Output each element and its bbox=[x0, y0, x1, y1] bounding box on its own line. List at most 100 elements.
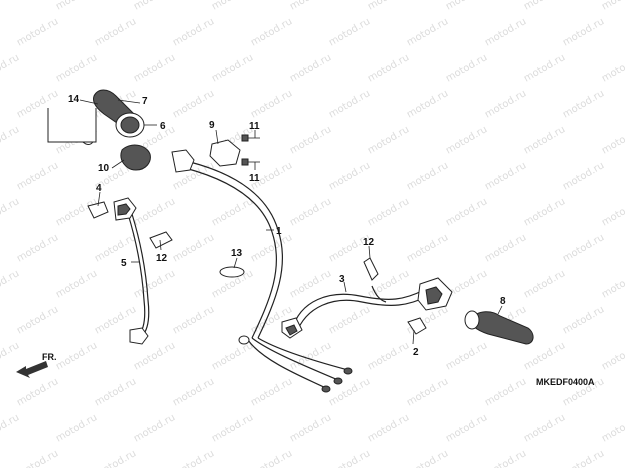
watermark-text: motod.ru bbox=[249, 376, 294, 408]
watermark-text: motod.ru bbox=[288, 268, 333, 300]
watermark-text: motod.ru bbox=[405, 88, 450, 120]
callout-11-bottom[interactable]: 11 bbox=[249, 173, 260, 184]
watermark-text: motod.ru bbox=[0, 340, 21, 372]
callout-13[interactable]: 13 bbox=[231, 248, 243, 259]
watermark-text: motod.ru bbox=[93, 376, 138, 408]
callout-6[interactable]: 6 bbox=[160, 121, 166, 132]
watermark-text: motod.ru bbox=[483, 16, 528, 48]
watermark-text: motod.ru bbox=[366, 52, 411, 84]
watermark-text: motod.ru bbox=[483, 232, 528, 264]
watermark-text: motod.ru bbox=[327, 448, 372, 468]
callout-3[interactable]: 3 bbox=[339, 274, 345, 285]
watermark-text: motod.ru bbox=[171, 16, 216, 48]
callout-2[interactable]: 2 bbox=[413, 347, 419, 358]
switch-harness[interactable] bbox=[281, 285, 429, 339]
watermark-text: motod.ru bbox=[600, 0, 625, 13]
watermark-text: motod.ru bbox=[171, 232, 216, 264]
watermark-text: motod.ru bbox=[366, 124, 411, 156]
watermark-text: motod.ru bbox=[54, 52, 99, 84]
watermark-text: motod.ru bbox=[600, 268, 625, 300]
callout-10[interactable]: 10 bbox=[98, 163, 110, 174]
figure-code: MKEDF0400A bbox=[536, 377, 595, 387]
watermark-text: motod.ru bbox=[522, 0, 567, 13]
watermark-text: motod.ru bbox=[600, 340, 625, 372]
watermark-text: motod.ru bbox=[171, 448, 216, 468]
watermark-text: motod.ru bbox=[327, 160, 372, 192]
watermark-text: motod.ru bbox=[561, 304, 606, 336]
watermark-text: motod.ru bbox=[483, 160, 528, 192]
clip-12[interactable] bbox=[149, 231, 379, 281]
band-13[interactable] bbox=[219, 266, 245, 278]
watermark-text: motod.ru bbox=[522, 196, 567, 228]
watermark-text: motod.ru bbox=[600, 196, 625, 228]
watermark-text: motod.ru bbox=[327, 88, 372, 120]
watermark-text: motod.ru bbox=[132, 268, 177, 300]
watermark-text: motod.ru bbox=[249, 16, 294, 48]
watermark-text: motod.ru bbox=[15, 304, 60, 336]
watermark-text: motod.ru bbox=[93, 448, 138, 468]
watermark-text: motod.ru bbox=[600, 124, 625, 156]
watermark-text: motod.ru bbox=[405, 232, 450, 264]
watermark-text: motod.ru bbox=[522, 52, 567, 84]
watermark-text: motod.ru bbox=[15, 376, 60, 408]
watermark-text: motod.ru bbox=[288, 0, 333, 13]
callout-8[interactable]: 8 bbox=[500, 296, 506, 307]
watermark-text: motod.ru bbox=[600, 412, 625, 444]
callout-7[interactable]: 7 bbox=[142, 96, 148, 107]
watermark-text: motod.ru bbox=[171, 376, 216, 408]
right-grip[interactable] bbox=[464, 310, 534, 345]
watermark-text: motod.ru bbox=[0, 268, 21, 300]
watermark-text: motod.ru bbox=[483, 88, 528, 120]
watermark-text: motod.ru bbox=[15, 160, 60, 192]
watermark-text: motod.ru bbox=[483, 448, 528, 468]
watermark-text: motod.ru bbox=[15, 232, 60, 264]
watermark-text: motod.ru bbox=[288, 52, 333, 84]
watermark-text: motod.ru bbox=[444, 124, 489, 156]
watermark-text: motod.ru bbox=[444, 0, 489, 13]
callout-9[interactable]: 9 bbox=[209, 120, 215, 131]
watermark-text: motod.ru bbox=[600, 52, 625, 84]
watermark-text: motod.ru bbox=[522, 124, 567, 156]
callout-5[interactable]: 5 bbox=[121, 258, 127, 269]
watermark-text: motod.ru bbox=[132, 0, 177, 13]
watermark-text: motod.ru bbox=[132, 196, 177, 228]
watermark-text: motod.ru bbox=[288, 124, 333, 156]
watermark-text: motod.ru bbox=[210, 340, 255, 372]
watermark-text: motod.ru bbox=[0, 52, 21, 84]
watermark-text: motod.ru bbox=[405, 160, 450, 192]
watermark-text: motod.ru bbox=[210, 196, 255, 228]
watermark-text: motod.ru bbox=[132, 340, 177, 372]
watermark-text: motod.ru bbox=[54, 268, 99, 300]
leader-lines bbox=[79, 99, 503, 345]
watermark-text: motod.ru bbox=[444, 196, 489, 228]
callout-1[interactable]: 1 bbox=[276, 226, 282, 237]
watermark-text: motod.ru bbox=[561, 88, 606, 120]
watermark-text: motod.ru bbox=[522, 340, 567, 372]
throttle-grip-assembly[interactable] bbox=[47, 89, 145, 145]
callout-12-right[interactable]: 12 bbox=[363, 237, 375, 248]
right-switch-housing[interactable] bbox=[407, 277, 453, 335]
callout-4[interactable]: 4 bbox=[96, 183, 102, 194]
watermark-text: motod.ru bbox=[522, 412, 567, 444]
throttle-housing[interactable] bbox=[120, 139, 241, 171]
watermark-text: motod.ru bbox=[366, 412, 411, 444]
watermark-text: motod.ru bbox=[405, 448, 450, 468]
watermark-text: motod.ru bbox=[210, 0, 255, 13]
callout-11-top[interactable]: 11 bbox=[249, 121, 260, 132]
watermark-text: motod.ru bbox=[210, 52, 255, 84]
watermark-text: motod.ru bbox=[171, 88, 216, 120]
front-direction-arrow bbox=[16, 361, 48, 378]
watermark-text: motod.ru bbox=[288, 412, 333, 444]
watermark-text: motod.ru bbox=[15, 16, 60, 48]
watermark-text: motod.ru bbox=[288, 196, 333, 228]
watermark-text: motod.ru bbox=[132, 412, 177, 444]
throttle-cable[interactable] bbox=[171, 149, 353, 393]
watermark-text: motod.ru bbox=[0, 124, 21, 156]
left-switch-wire[interactable] bbox=[113, 197, 150, 345]
bolt-11[interactable] bbox=[241, 134, 260, 166]
watermark-text: motod.ru bbox=[54, 0, 99, 13]
callout-14[interactable]: 14 bbox=[68, 94, 80, 105]
callout-12-left[interactable]: 12 bbox=[156, 253, 168, 264]
